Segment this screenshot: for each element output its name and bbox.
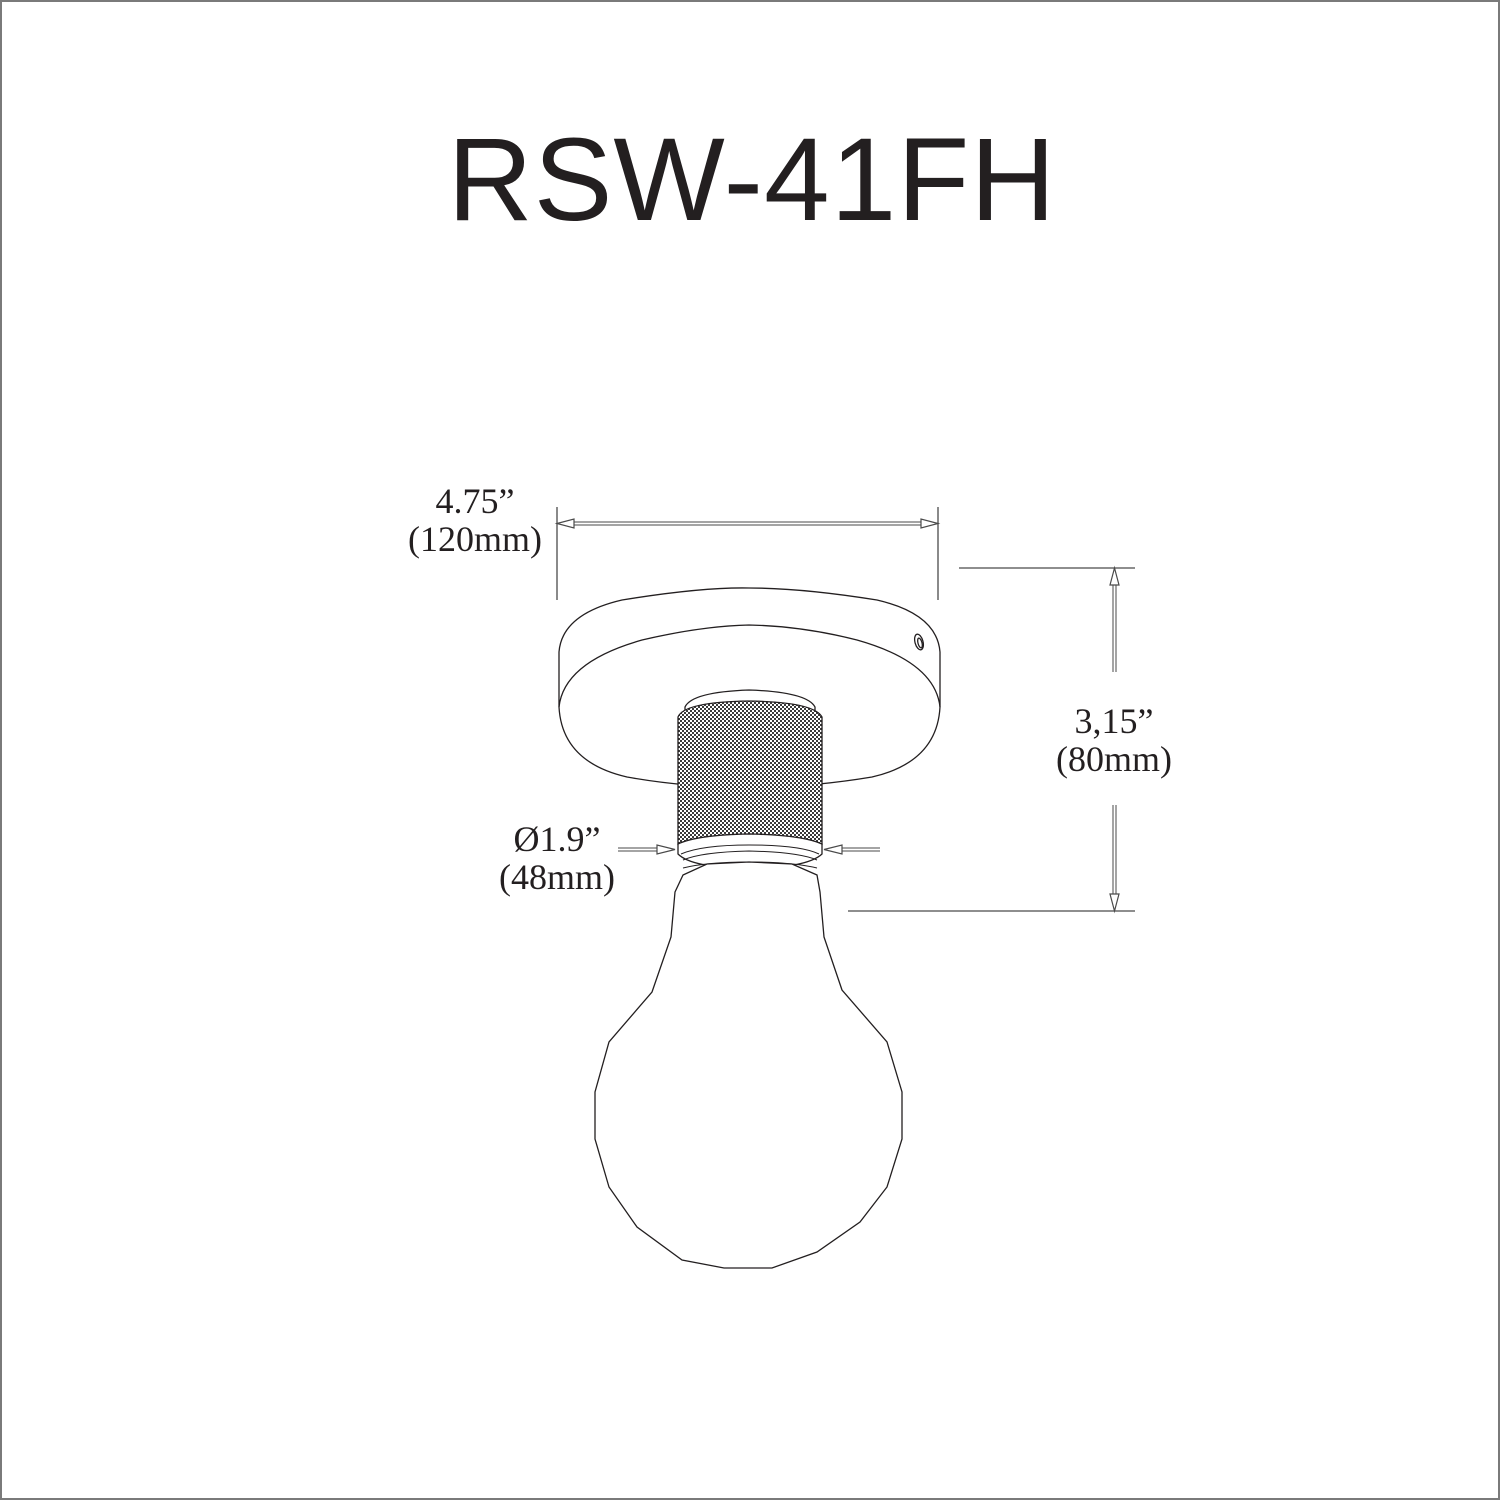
- bulb: [594, 861, 903, 1269]
- set-screw-icon: [913, 633, 925, 651]
- height-dimension: [848, 565, 1135, 914]
- arrow-left-icon: [554, 518, 575, 529]
- diameter-imperial: Ø1.9”: [513, 819, 601, 859]
- model-title: RSW-41FH: [447, 114, 1057, 246]
- canopy: [558, 587, 941, 789]
- width-imperial: 4.75”: [435, 481, 515, 521]
- width-label: 4.75” (120mm): [400, 482, 550, 558]
- diameter-label: Ø1.9” (48mm): [482, 820, 632, 896]
- diameter-dimension: [618, 844, 880, 855]
- width-metric: (120mm): [408, 519, 542, 559]
- height-label: 3,15” (80mm): [1034, 702, 1194, 778]
- diameter-metric: (48mm): [499, 857, 615, 897]
- arrow-right-icon: [920, 518, 941, 529]
- arrow-left-icon: [823, 844, 843, 855]
- knurled-socket: [677, 689, 823, 869]
- height-imperial: 3,15”: [1074, 701, 1154, 741]
- height-metric: (80mm): [1056, 739, 1172, 779]
- width-dimension: [554, 507, 941, 600]
- arrow-up-icon: [1109, 565, 1120, 586]
- arrow-down-icon: [1109, 893, 1120, 914]
- arrow-right-icon: [656, 844, 676, 855]
